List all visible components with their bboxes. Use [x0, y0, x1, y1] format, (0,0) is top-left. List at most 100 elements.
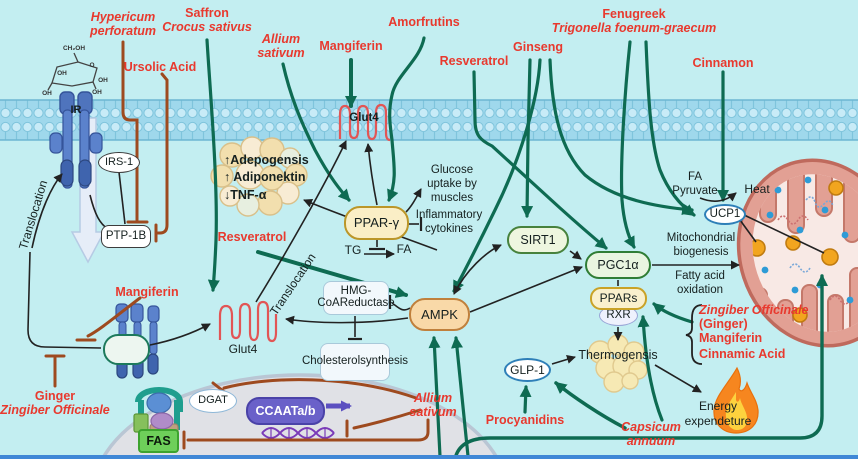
- label-resveratrol-mid: Resveratrol: [218, 230, 287, 244]
- figure-bottom-border: [0, 455, 858, 459]
- text-line: Cholesterol: [301, 355, 361, 368]
- label-line: Saffron: [185, 6, 229, 20]
- thermogenesis-cluster: [588, 334, 648, 393]
- text-line: ↑ Adiponektin: [224, 170, 306, 185]
- node-ptp1b: PTP-1B: [101, 225, 151, 248]
- label-line: annuum: [626, 434, 676, 449]
- label-ginger-zingiber: Ginger Zingiber Officinale: [0, 389, 110, 418]
- label-line: Fenugreek: [602, 7, 666, 21]
- label-fenugreek: Fenugreek Trigonella foenum-graecum: [552, 7, 716, 36]
- label-procyanidins: Procyanidins: [486, 413, 565, 427]
- label-ginseng: Ginseng: [513, 40, 563, 54]
- label-ursolic-acid: Ursolic Acid: [124, 60, 196, 74]
- glut4-membrane-squiggle: [338, 103, 391, 142]
- node-ppar-gamma: PPAR-γ: [344, 206, 409, 240]
- mitochondrial-biogenesis-text: Mitochondrial biogenesis: [667, 231, 735, 259]
- compound-list-bracket: [685, 304, 703, 365]
- node-ampk: AMPK: [409, 298, 470, 331]
- fa-pyruvate-text: FA Pyruvate: [672, 170, 717, 198]
- fatty-acid-oxidation-text: Fatty acid oxidation: [675, 269, 725, 297]
- label-line: Zingiber Officinale: [0, 403, 110, 418]
- glucose-ch2oh-label: CH₂OH: [62, 45, 86, 52]
- node-dgat: DGAT: [189, 389, 237, 413]
- label-line: Cinnamon: [692, 56, 754, 70]
- label-mangiferin-top: Mangiferin: [319, 39, 382, 53]
- inflammatory-cytokines-text: Inflammatory cytokines: [416, 208, 482, 236]
- label-line: Procyanidins: [485, 413, 565, 427]
- label-amorfrutins: Amorfrutins: [388, 15, 460, 29]
- energy-expenditure-text: Energy expendeture: [685, 399, 752, 428]
- label-line: Crocus sativus: [162, 20, 252, 35]
- cell-membrane: [0, 99, 858, 141]
- label-line: Capsicum: [621, 420, 681, 434]
- label-line: Resveratrol: [439, 54, 509, 68]
- tg-label: TG: [344, 243, 362, 257]
- label-cinnamon: Cinnamon: [692, 56, 753, 70]
- label-line: Mangiferin: [115, 285, 179, 299]
- label-line: Hypericum: [90, 10, 156, 24]
- glucose-o-label: O: [89, 62, 95, 69]
- node-glp1: GLP-1: [504, 358, 551, 382]
- text-line: oxidation: [676, 284, 724, 297]
- text-line: Mitochondrial: [666, 232, 736, 244]
- node-ppars: PPARs: [590, 287, 647, 310]
- label-zingiber-right: Zingiber Officinale (Ginger): [699, 303, 809, 332]
- glut4-cytoplasm-squiggle: [218, 300, 278, 343]
- label-allium-sativum-top: Allium sativum: [257, 32, 304, 61]
- label-mangiferin-left: Mangiferin: [115, 285, 178, 299]
- node-ucp1: UCP1: [704, 204, 746, 225]
- node-irs1: IRS-1: [98, 152, 140, 173]
- text-line: FA: [687, 171, 703, 183]
- node-akt: [103, 334, 150, 365]
- text-line: Glucose: [430, 164, 474, 176]
- glut4-membrane-label: Glut4: [349, 112, 379, 124]
- node-sirt1: SIRT1: [507, 226, 569, 254]
- label-saffron: Saffron Crocus sativus: [162, 6, 252, 35]
- label-line: Allium: [413, 391, 453, 405]
- glucose-oh-label: OH: [98, 77, 108, 84]
- label-line: sativum: [257, 46, 305, 61]
- label-line: Zingiber Officinale: [699, 303, 809, 317]
- text-line: ↑Adepogensis: [224, 153, 309, 167]
- label-resveratrol-top: Resveratrol: [440, 54, 509, 68]
- text-line: biogenesis: [673, 246, 729, 259]
- fa-label: FA: [396, 242, 412, 256]
- text-line: synthesis: [360, 355, 409, 368]
- label-line: Resveratrol: [217, 230, 287, 244]
- node-fas: FAS: [138, 429, 179, 453]
- text-line: Pyruvate: [672, 185, 718, 198]
- text-line: muscles: [430, 192, 474, 205]
- text-line: Inflammatory: [415, 209, 483, 221]
- label-line: perforatum: [90, 24, 156, 39]
- node-hmg-coa-reductase: HMG-CoAReductase: [317, 281, 395, 315]
- label-line: Allium: [261, 32, 301, 46]
- label-line: Trigonella foenum-graecum: [551, 21, 717, 36]
- text-line: uptake by: [427, 178, 477, 191]
- label-line: Ginger: [34, 389, 76, 403]
- label-capsicum-annuum: Capsicum annuum: [621, 420, 681, 449]
- text-line: cytokines: [425, 223, 473, 236]
- label-hypericum-perforatum: Hypericum perforatum: [90, 10, 156, 39]
- glucose-oh-label: OH: [57, 70, 67, 77]
- text-line: Energy: [698, 399, 738, 413]
- node-ccaat: CCAATa/b: [246, 397, 325, 425]
- label-line: Amorfrutins: [388, 15, 460, 29]
- adipogenesis-effects-text: ↑Adepogensis ↑ Adiponektin ↓TNF-α: [224, 152, 309, 204]
- glucose-uptake-text: Glucose uptake by muscles: [427, 163, 477, 205]
- glucose-molecule-structure: [47, 52, 98, 91]
- brown-inhibition-lines: [44, 40, 430, 450]
- label-line: Cinnamic Acid: [699, 347, 786, 361]
- label-line: Ginseng: [512, 40, 564, 54]
- glucose-oh-label: OH: [92, 89, 102, 96]
- thermogenesis-label: Thermogensis: [578, 348, 658, 362]
- text-line: Reductase: [339, 297, 395, 309]
- glut4-cytoplasm-label: Glut4: [228, 342, 258, 356]
- node-cholesterol-synthesis: Cholesterolsynthesis: [302, 343, 408, 381]
- label-cinnamic-acid: Cinnamic Acid: [699, 347, 785, 361]
- label-mangiferin-right: Mangiferin: [699, 331, 762, 345]
- dna-helix-icon: [261, 427, 335, 439]
- label-line: sativum: [409, 405, 457, 420]
- node-pgc1a: PGC1α: [585, 251, 651, 279]
- label-allium-sativum-bottom: Allium sativum: [409, 391, 456, 420]
